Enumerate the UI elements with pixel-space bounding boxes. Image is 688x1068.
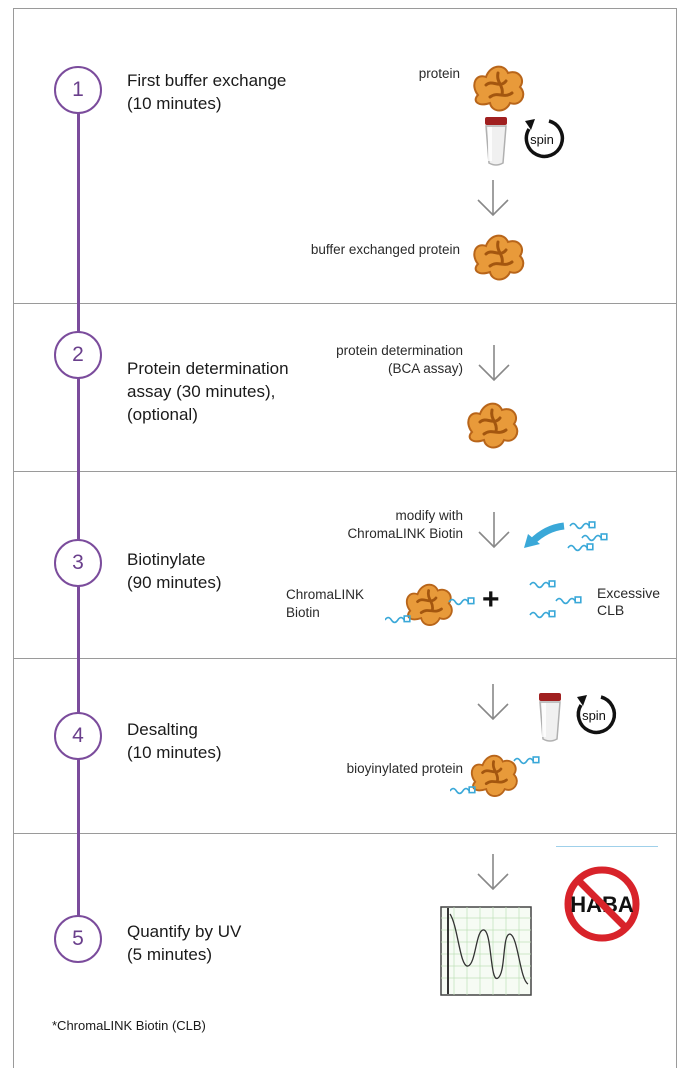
step-4-circle: 4: [54, 712, 102, 760]
excessive-clb-label: Excessive CLB: [597, 585, 661, 618]
decorative-line: [556, 846, 658, 847]
step-1-title: First buffer exchange (10 minutes): [127, 71, 287, 113]
spin-tube-icon: [484, 117, 508, 166]
step-number: 5: [72, 927, 84, 950]
timeline-line: [77, 97, 80, 939]
section-divider: [13, 471, 677, 472]
no-haba-icon: HABA: [564, 866, 640, 942]
step-number: 4: [72, 724, 84, 747]
biotin-addition-icon: [524, 521, 608, 552]
protein-determination-label: protein determination (BCA assay): [336, 343, 463, 376]
buffer-exchanged-label: buffer exchanged protein: [310, 242, 460, 257]
biotinylated-protein-icon: [450, 754, 540, 798]
step-number: 3: [72, 551, 84, 574]
spin-icon: [523, 117, 565, 159]
step-5-circle: 5: [54, 915, 102, 963]
protein-icon: [472, 234, 525, 281]
step-1-circle: 1: [54, 66, 102, 114]
section-divider: [13, 658, 677, 659]
arrow-down-icon: [478, 344, 510, 381]
arrow-down-icon: [477, 683, 509, 720]
spin-icon: [575, 693, 617, 735]
diagram-frame: [13, 8, 677, 1068]
chromalink-biotin-label: ChromaLINK Biotin: [286, 587, 365, 620]
section-divider: [13, 303, 677, 304]
protein-icon: [472, 65, 525, 112]
arrow-down-icon: [477, 179, 509, 216]
section-divider: [13, 833, 677, 834]
step-number: 2: [72, 343, 84, 366]
step-4-title: Desalting (10 minutes): [127, 720, 222, 762]
step-3-circle: 3: [54, 539, 102, 587]
biotinylated-protein-label: bioyinylated protein: [346, 761, 463, 776]
biotinylated-protein-icon: [385, 583, 475, 627]
footnote: *ChromaLINK Biotin (CLB): [52, 1018, 206, 1033]
step-2-title: Protein determination assay (30 minutes)…: [127, 359, 289, 424]
step-5-title: Quantify by UV (5 minutes): [127, 922, 242, 964]
uv-spectrum-chart-icon: [440, 906, 532, 996]
step-2-circle: 2: [54, 331, 102, 379]
spin-tube-icon: [538, 693, 562, 742]
protein-icon: [466, 402, 519, 449]
protein-label: protein: [418, 66, 460, 81]
plus-icon: +: [482, 583, 500, 616]
step-3-title: Biotinylate (90 minutes): [127, 550, 222, 592]
excess-biotin-icon: [529, 580, 582, 619]
step-number: 1: [72, 78, 84, 101]
arrow-down-icon: [477, 853, 509, 890]
modify-with-label: modify with ChromaLINK Biotin: [347, 508, 463, 541]
arrow-down-icon: [478, 511, 510, 548]
